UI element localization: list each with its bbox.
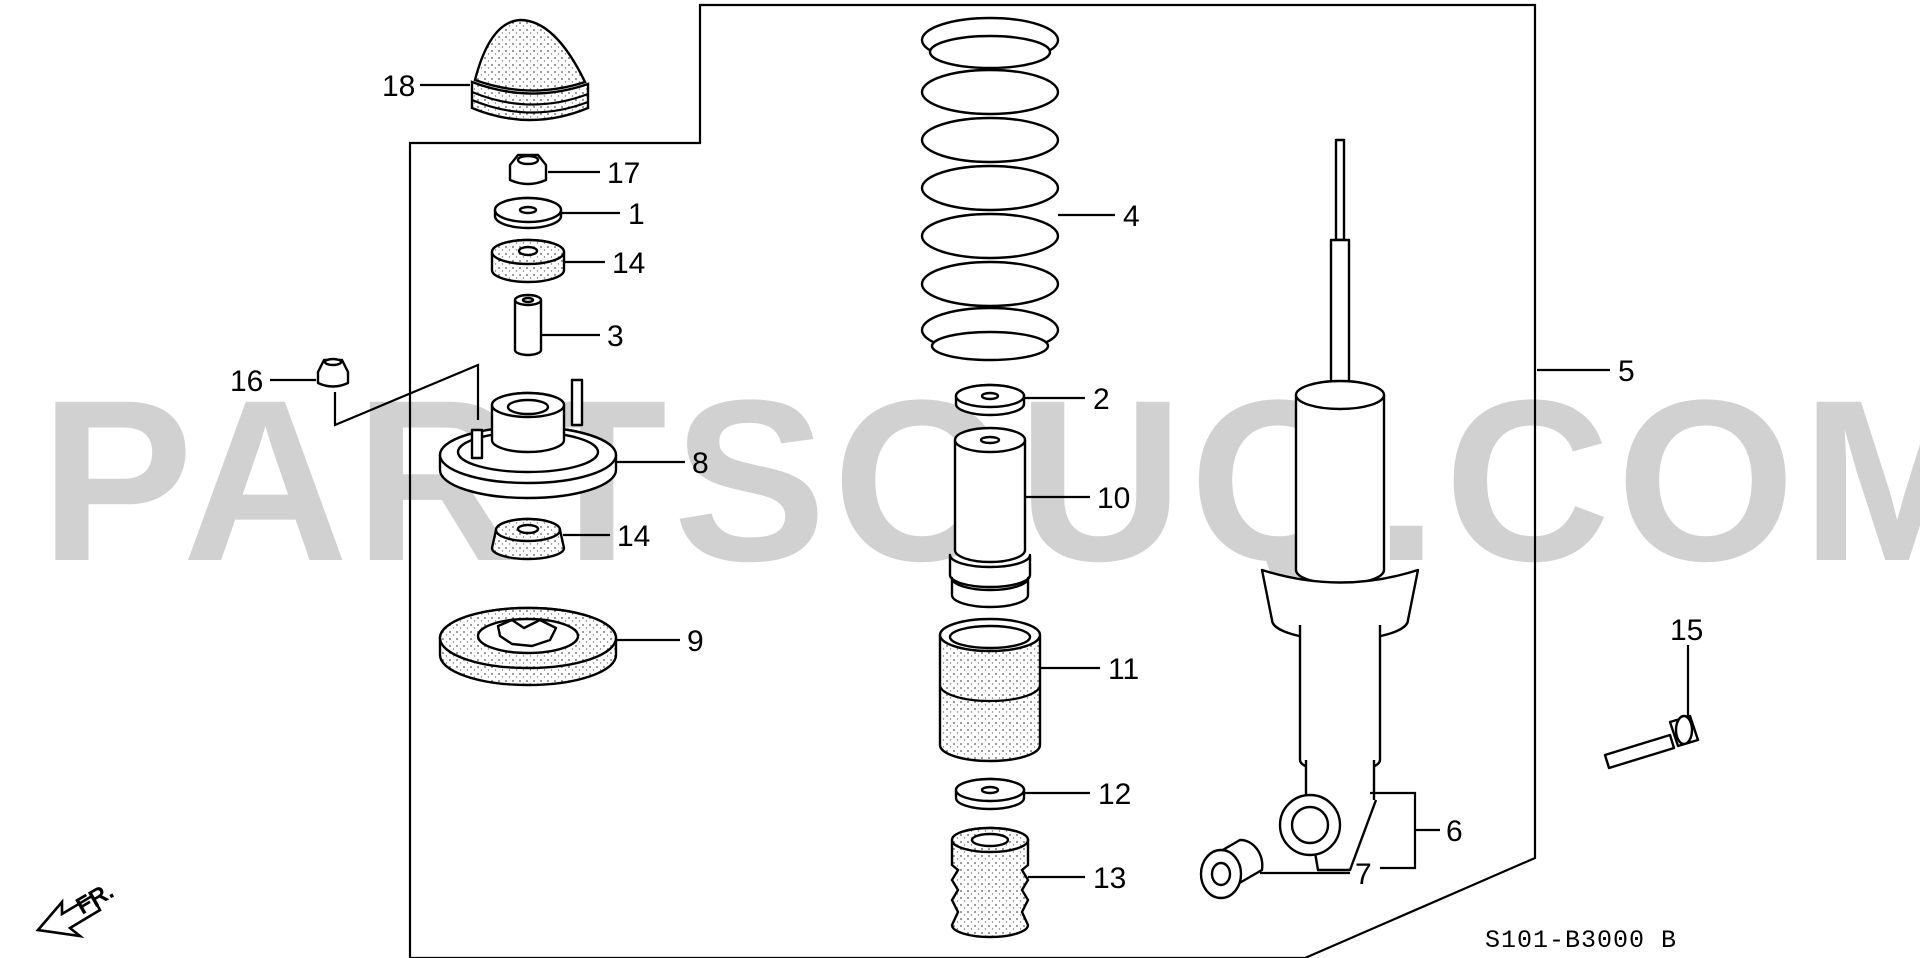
part-4-coil-spring[interactable]: [920, 16, 1060, 362]
part-14-lower-bushing[interactable]: [490, 517, 566, 561]
label-17: 17: [607, 157, 640, 190]
part-10-dust-boot[interactable]: [948, 426, 1032, 609]
label-14b: 14: [617, 520, 650, 553]
assembly-frame: [408, 3, 1537, 958]
part-11-bump-stop[interactable]: [938, 617, 1042, 763]
part-14-upper-bushing[interactable]: [490, 238, 566, 284]
diagram-code: S101-B3000 B: [1485, 926, 1677, 955]
label-4: 4: [1123, 200, 1140, 233]
part-8-mount-base[interactable]: [438, 378, 618, 500]
part-7-bushing[interactable]: [1199, 838, 1264, 900]
label-2: 2: [1093, 383, 1110, 416]
label-12: 12: [1098, 778, 1131, 811]
part-9-spring-seat[interactable]: [438, 606, 618, 687]
label-1: 1: [628, 198, 645, 231]
label-11: 11: [1108, 653, 1139, 686]
label-9: 9: [687, 625, 704, 658]
label-10: 10: [1097, 482, 1130, 515]
label-13: 13: [1093, 862, 1126, 895]
part-18-dust-cap[interactable]: [470, 18, 590, 122]
label-7: 7: [1355, 858, 1372, 891]
part-6-lower-eye[interactable]: [1278, 793, 1342, 857]
label-15: 15: [1670, 614, 1703, 647]
label-18: 18: [382, 70, 415, 103]
label-5: 5: [1618, 355, 1635, 388]
label-8: 8: [692, 447, 709, 480]
part-5-shock-absorber[interactable]: [1260, 138, 1420, 872]
part-12-washer[interactable]: [954, 777, 1026, 811]
part-17-nut[interactable]: [508, 153, 548, 186]
label-14a: 14: [612, 247, 645, 280]
label-16: 16: [230, 365, 263, 398]
front-arrow-icon: [35, 894, 102, 938]
part-1-washer[interactable]: [493, 196, 563, 230]
part-2-washer[interactable]: [954, 383, 1026, 417]
leader-16-to-8: [333, 363, 480, 427]
part-3-collar[interactable]: [513, 293, 543, 357]
part-16-flange-nut[interactable]: [316, 357, 350, 388]
part-13-bump-rubber[interactable]: [950, 826, 1030, 939]
part-15-bolt[interactable]: [1603, 714, 1700, 770]
label-3: 3: [607, 320, 624, 353]
leader-6: [1370, 791, 1417, 870]
label-6: 6: [1446, 815, 1463, 848]
